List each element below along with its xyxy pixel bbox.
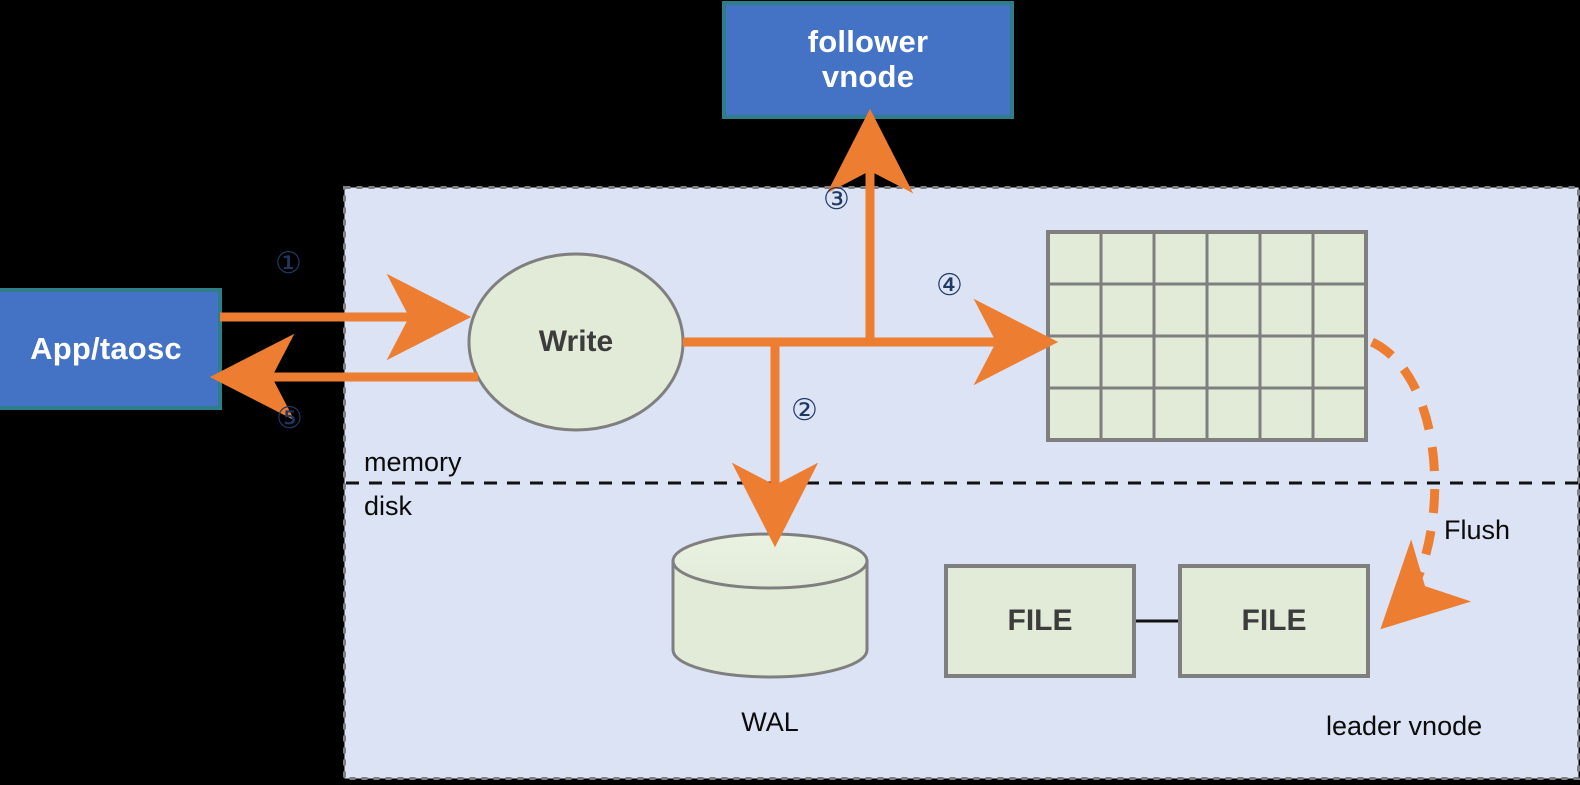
- file-box-left[interactable]: [944, 564, 1136, 678]
- wal-cylinder[interactable]: [671, 532, 869, 679]
- step-number-5: ⑤: [276, 401, 303, 436]
- step-number-4: ④: [936, 268, 963, 303]
- file-box-right[interactable]: [1178, 564, 1370, 678]
- write-node[interactable]: [467, 252, 685, 432]
- step-number-1: ①: [275, 246, 302, 281]
- app-taosc-box[interactable]: [0, 288, 222, 410]
- memtable-grid[interactable]: [1046, 230, 1368, 442]
- step-number-2: ②: [791, 393, 818, 428]
- step-number-3: ③: [823, 182, 850, 217]
- follower-vnode-box[interactable]: [722, 1, 1014, 119]
- arrow-flush: [1369, 337, 1472, 630]
